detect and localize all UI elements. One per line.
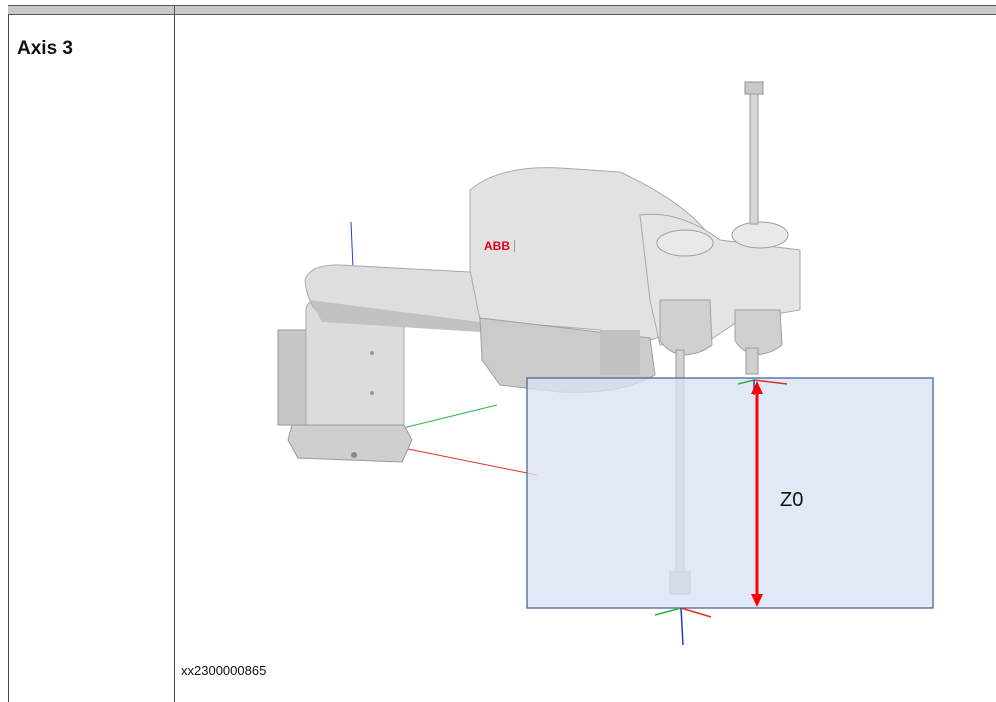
abb-logo: ABB [484, 239, 510, 253]
stroke-range-box [526, 377, 934, 609]
header-column-divider [174, 5, 175, 15]
base-y-axis [394, 404, 498, 431]
z0-label: Z0 [780, 489, 803, 511]
tool-frame-bottom [654, 607, 712, 646]
base-x-axis [397, 446, 538, 476]
table-header-row [8, 5, 996, 15]
z0-measure-arrow [751, 381, 763, 607]
base-z-axis [350, 221, 354, 269]
robot-base [277, 299, 413, 463]
table-column-divider [174, 15, 175, 702]
table-left-border [8, 15, 9, 702]
robot-arm-1 [304, 264, 491, 332]
spline-shaft-upper [744, 81, 764, 375]
robot-axis-figure: ABB Z0 [277, 81, 934, 646]
row-label: Axis 3 [17, 38, 73, 59]
figure-caption: xx2300000865 [181, 663, 267, 678]
robot-arm-2 [639, 213, 801, 356]
